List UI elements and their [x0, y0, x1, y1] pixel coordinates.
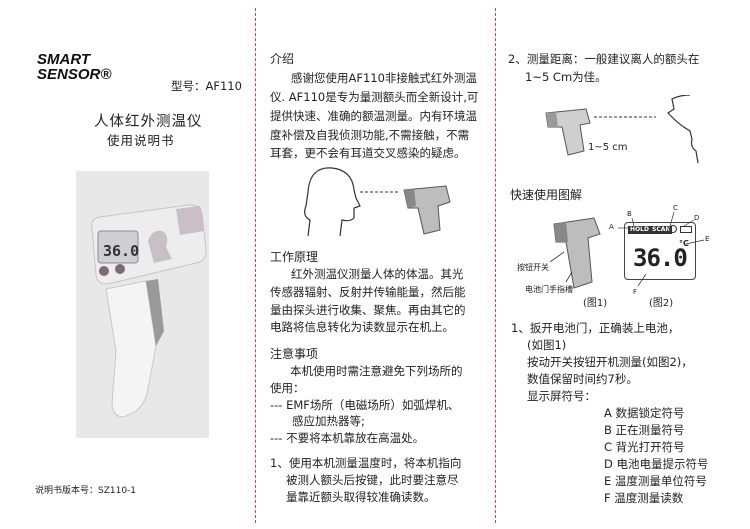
callout-d: D [694, 214, 700, 222]
figure1-trigger-label: 按钮开关 [517, 263, 549, 272]
distance-illustration [545, 95, 699, 164]
figure2-callout-lines [618, 211, 705, 287]
notes-heading: 注意事项 [270, 347, 319, 361]
column-divider-2 [495, 8, 496, 523]
step2-line: 1~5 Cm为佳。 [525, 70, 607, 84]
intro-line: 仪. AF110是专为量测额头而全新设计,可 [270, 90, 479, 104]
scan-tag: SCAN [650, 226, 673, 234]
step1-line: 1、使用本机测量温度时，将本机指向 [270, 456, 462, 470]
head-measurement-illustration [304, 167, 451, 237]
symbol-item: C 背光打开符号 [604, 440, 685, 454]
usage-line: 显示屏符号： [527, 389, 596, 403]
step1-line: 被测人额头后按键，此时要注意尽 [286, 473, 459, 487]
notes-line: --- EMF场所（电磁场所）如弧焊机、 [270, 398, 460, 412]
symbol-item: F 温度测量读数 [604, 491, 684, 505]
callout-e: E [705, 235, 710, 243]
principle-line: 红外测温仪测量人体的体温。其光 [291, 267, 464, 281]
intro-line: 耳套，更不会有耳道交叉感染的疑虑。 [270, 146, 466, 160]
principle-line: 电路将信息转化为读数显示在机上。 [270, 320, 454, 334]
lcd-reading: 36.0 [633, 244, 688, 272]
lcd-unit: °C [679, 239, 689, 248]
usage-line: 1、扳开电池门，正确装上电池， [511, 321, 680, 335]
quick-guide-heading: 快速使用图解 [510, 188, 583, 202]
figure1-illustration [549, 217, 601, 289]
symbol-item: E 温度测量单位符号 [604, 474, 707, 488]
symbol-item: A 数据锁定符号 [604, 406, 685, 420]
intro-line: 度补偿及自我侦测功能,不需接触，不需 [270, 128, 470, 142]
distance-label: 1~5 cm [588, 142, 628, 153]
usage-line: 数值保留时间约7秒。 [527, 372, 638, 386]
principle-line: 量由探头进行收集、聚焦。再由其它的 [270, 303, 466, 317]
callout-b: B [627, 210, 632, 218]
callout-c: C [673, 204, 678, 212]
device-display-value: 36.0 [103, 242, 139, 260]
step2-line: 2、测量距离：一般建议离人的额头在 [508, 52, 700, 66]
symbol-item: B 正在测量符号 [604, 423, 685, 437]
intro-heading: 介绍 [270, 52, 295, 66]
battery-icon [680, 226, 692, 233]
intro-line: 感谢您使用AF110非接触式红外测温 [291, 71, 477, 85]
notes-line: 感应加热器等; [292, 414, 365, 428]
callout-f: F [633, 288, 638, 296]
manual-version: 说明书版本号：SZ110-1 [35, 486, 137, 496]
model-number: 型号：AF110 [171, 79, 242, 93]
manual-subtitle: 使用说明书 [107, 133, 175, 148]
notes-line: 本机使用时需注意避免下列场所的 [290, 364, 463, 378]
principle-line: 传感器辐射、反射并传输能量，然后能 [270, 285, 466, 299]
brand-line-1: SMART [37, 51, 91, 68]
device-photo: 36.0 [76, 171, 209, 438]
figure2-caption: (图2) [649, 298, 674, 309]
step1-line: 量靠近额头取得较准确读数。 [286, 490, 436, 504]
symbol-item: D 电池电量提示符号 [604, 457, 709, 471]
column-divider-1 [255, 8, 256, 523]
figure1-caption: (图1) [583, 298, 608, 309]
callout-a: A [609, 223, 614, 231]
usage-line: (如图1) [527, 338, 567, 352]
figure2-lcd: HOLD SCAN °C 36.0 [624, 222, 696, 280]
thermometer-image: 36.0 [91, 204, 207, 418]
intro-line: 提供快速、准确的额温测量。内有环境温 [270, 109, 477, 123]
figure1-battery-label: 电池门手指槽 [525, 285, 573, 294]
manual-title: 人体红外测温仪 [94, 114, 203, 130]
backlight-icon [669, 225, 677, 233]
hold-tag: HOLD [628, 226, 651, 234]
principle-heading: 工作原理 [270, 250, 319, 264]
brand-line-2: SENSOR® [37, 66, 112, 83]
notes-line: 使用： [270, 381, 305, 395]
usage-line: 按动开关按钮开机测量(如图2)， [527, 355, 693, 369]
notes-line: --- 不要将本机靠放在高温处。 [270, 431, 425, 445]
